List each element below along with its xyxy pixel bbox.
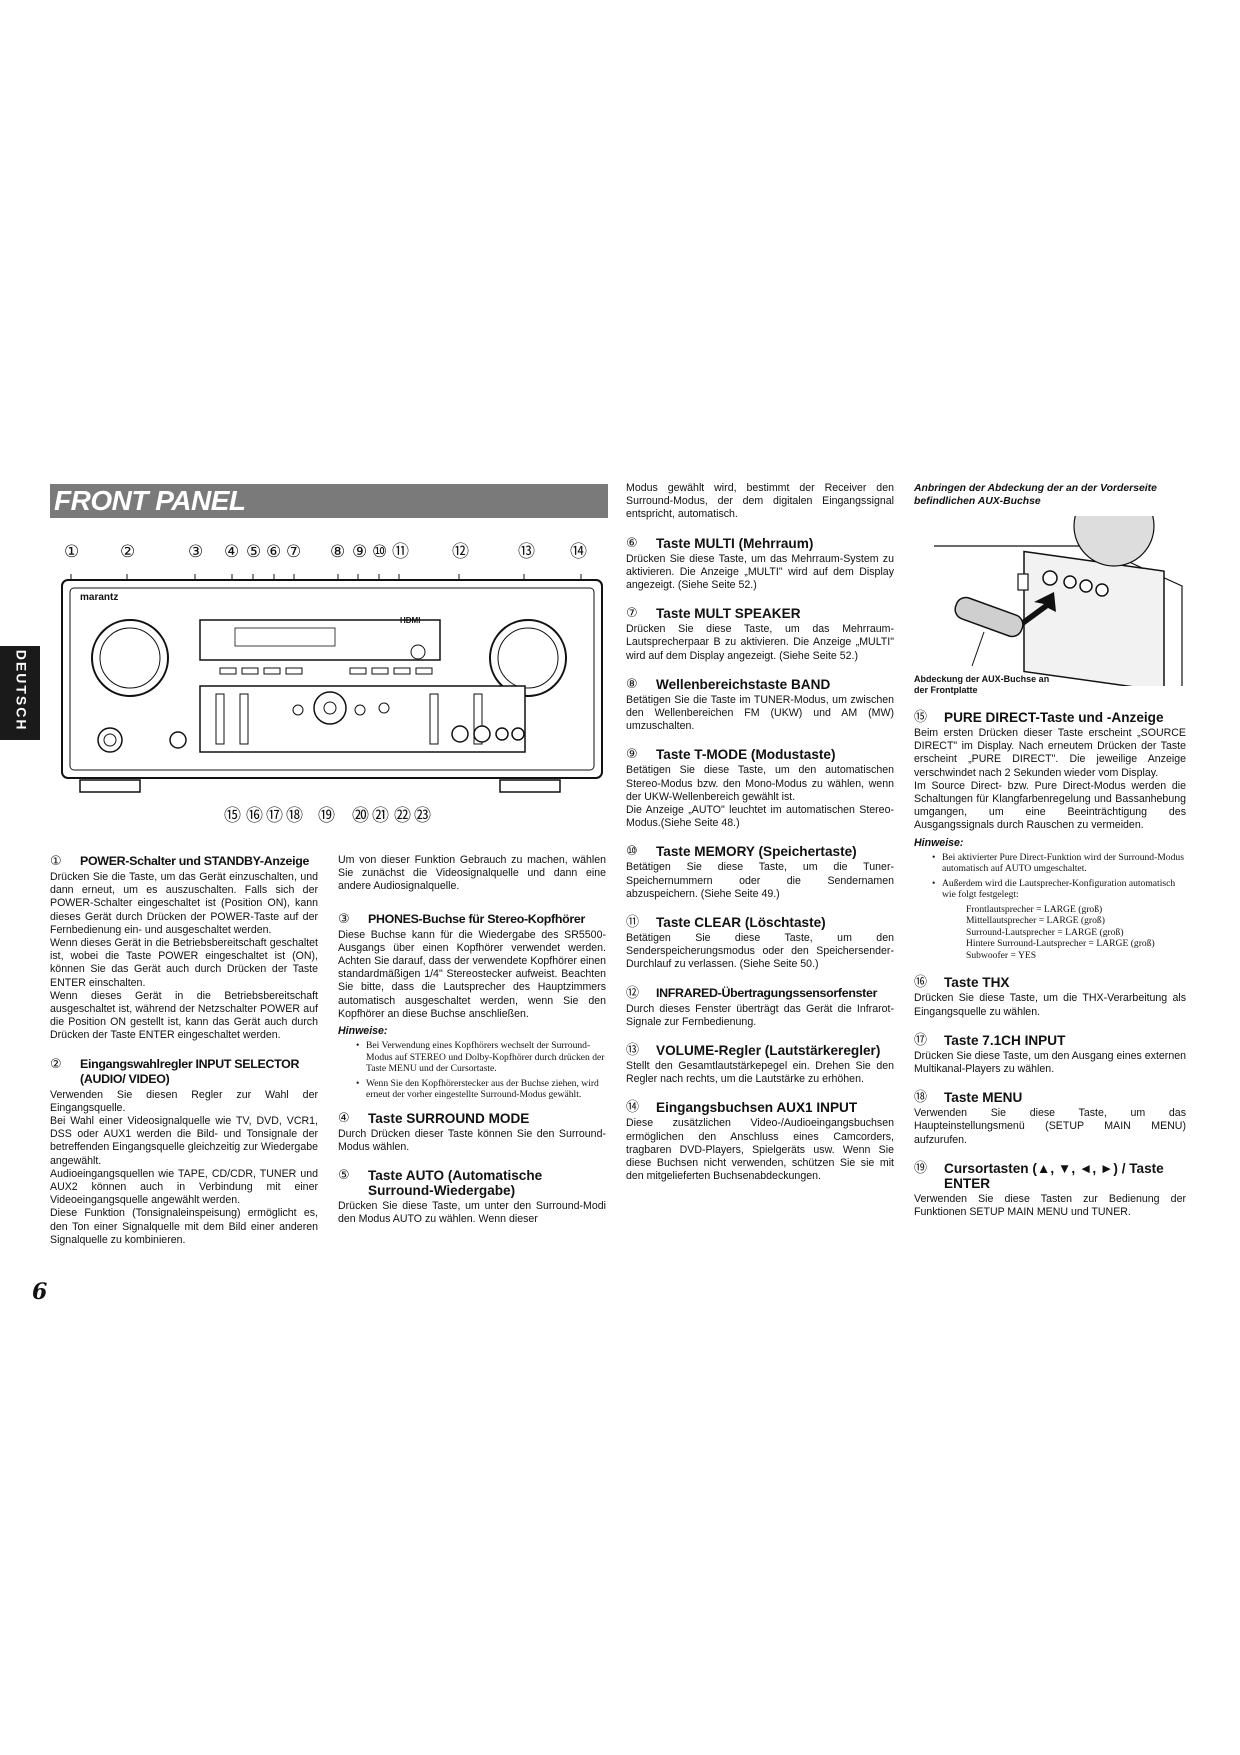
note-item: Bei aktivierter Pure Direct-Funktion wir…: [932, 852, 1186, 875]
section-13-text: Stellt den Gesamtlautstärkepegel ein. Dr…: [626, 1060, 894, 1086]
section-5-text: Drücken Sie diese Taste, um unter den Su…: [338, 1200, 606, 1226]
brand-logo: marantz: [80, 592, 118, 603]
callout-10: ⑩: [372, 542, 388, 562]
section-10-text: Betätigen Sie diese Taste, um die Tuner-…: [626, 861, 894, 900]
callout-4: ④: [224, 542, 240, 562]
notes-heading: Hinweise:: [338, 1025, 388, 1038]
section-9-text: Die Anzeige „AUTO" leuchtet im automatis…: [626, 804, 894, 830]
callout-8: ⑧: [330, 542, 346, 562]
callout-19: ⑲: [318, 806, 335, 826]
speaker-config-item: Surround-Lautsprecher = LARGE (groß): [966, 926, 1124, 938]
section-2-text: Audioeingangsquellen wie TAPE, CD/CDR, T…: [50, 1167, 318, 1207]
section-1-text: Drücken Sie die Taste, um das Gerät einz…: [50, 871, 318, 936]
speaker-config-item: Frontlautsprecher = LARGE (groß): [966, 903, 1103, 915]
callout-22: ㉒: [394, 806, 411, 826]
callout-23: ㉓: [414, 806, 431, 826]
callout-16: ⑯: [246, 806, 263, 826]
callout-11: ⑪: [392, 542, 409, 562]
section-18-text: Verwenden Sie diese Taste, um das Haupte…: [914, 1107, 1186, 1146]
page-number: 6: [32, 1279, 48, 1305]
speaker-config-item: Mittellautsprecher = LARGE (groß): [966, 915, 1105, 927]
section-14-text: Diese zusätzlichen Video-/Audioeingangsb…: [626, 1117, 894, 1183]
callout-5: ⑤: [246, 542, 262, 562]
figure-caption: Abdeckung der AUX-Buchse an der Frontpla…: [914, 674, 1050, 695]
column-3: Modus gewählt wird, bestimmt der Receive…: [626, 482, 894, 1184]
section-9-text: Betätigen Sie diese Taste, um den automa…: [626, 764, 894, 803]
intro-text: Um von dieser Funktion Gebrauch zu mache…: [338, 854, 606, 893]
callout-14: ⑭: [570, 542, 587, 562]
language-tab-label: DEUTSCH: [13, 649, 30, 732]
section-8-text: Betätigen Sie die Taste im TUNER-Modus, …: [626, 693, 894, 733]
callout-3: ③: [188, 542, 204, 562]
speaker-config-item: Hintere Surround-Lautsprecher = LARGE (g…: [966, 938, 1155, 950]
figure-title: Anbringen der Abdeckung der an der Vorde…: [914, 483, 1157, 507]
speaker-config-item: Subwoofer = YES: [966, 949, 1037, 961]
section-2-text: Verwenden Sie diesen Regler zur Wahl der…: [50, 1088, 318, 1114]
section-17-text: Drücken Sie diese Taste, um den Ausgang …: [914, 1049, 1186, 1075]
aux-cover-illustration: [934, 516, 1183, 686]
section-2-text: Bei Wahl einer Videosignalquelle wie TV,…: [50, 1115, 318, 1167]
section-11-text: Betätigen Sie diese Taste, um den Sender…: [626, 932, 894, 971]
section-4-text: Durch Drücken dieser Taste können Sie de…: [338, 1127, 606, 1153]
section-16-text: Drücken Sie diese Taste, um die THX-Vera…: [914, 992, 1186, 1018]
section-1-text: Wenn dieses Gerät in die Betriebsbereits…: [50, 989, 318, 1042]
callout-15: ⑮: [224, 806, 241, 826]
page-title: FRONT PANEL: [54, 485, 246, 516]
speaker-config-list: Frontlautsprecher = LARGE (groß) Mittell…: [966, 904, 1186, 962]
note-item: Wenn Sie den Kopfhörerstecker aus der Bu…: [356, 1078, 606, 1101]
section-12-text: Durch dieses Fenster überträgt das Gerät…: [626, 1002, 894, 1028]
title-bar: FRONT PANEL: [50, 484, 608, 518]
section-6-text: Drücken Sie diese Taste, um das Mehrraum…: [626, 552, 894, 592]
callout-12: ⑫: [452, 542, 469, 562]
language-tab: DEUTSCH: [0, 646, 40, 740]
note-item: Außerdem wird die Lautsprecher-Konfigura…: [932, 878, 1186, 901]
intro-text: Modus gewählt wird, bestimmt der Receive…: [626, 482, 894, 521]
notes-list: Bei Verwendung eines Kopfhörers wechselt…: [338, 1040, 606, 1101]
section-1-text: Wenn dieses Gerät in die Betriebsbereits…: [50, 937, 318, 989]
callout-1: ①: [64, 542, 80, 562]
section-15-text: Im Source Direct- bzw. Pure Direct-Modus…: [914, 779, 1186, 832]
section-3-text: Diese Buchse kann für die Wiedergabe des…: [338, 928, 606, 1020]
callout-18: ⑱: [286, 806, 303, 826]
callout-20: ⑳: [352, 806, 369, 826]
receiver-front-panel-illustration: marantz HDMI: [61, 574, 603, 793]
callout-21: ㉑: [372, 806, 389, 826]
column-2: Um von dieser Funktion Gebrauch zu mache…: [338, 854, 606, 1227]
column-4: Anbringen der Abdeckung der an der Vorde…: [914, 482, 1186, 1219]
notes-heading: Hinweise:: [914, 836, 964, 849]
callout-13: ⑬: [518, 542, 535, 562]
section-7-text: Drücken Sie diese Taste, um das Mehrraum…: [626, 623, 894, 662]
callout-9: ⑨: [352, 542, 368, 562]
hdmi-logo: HDMI: [400, 616, 420, 625]
section-15-text: Beim ersten Drücken dieser Taste erschei…: [914, 727, 1186, 779]
callout-17: ⑰: [266, 806, 283, 826]
callout-6: ⑥: [266, 542, 282, 562]
section-2-text: Diese Funktion (Tonsignaleinspeisung) er…: [50, 1207, 318, 1246]
note-item: Bei Verwendung eines Kopfhörers wechselt…: [356, 1040, 606, 1075]
callout-7: ⑦: [286, 542, 302, 562]
notes-list: Bei aktivierter Pure Direct-Funktion wir…: [914, 852, 1186, 901]
callout-2: ②: [120, 542, 136, 562]
section-19-text: Verwenden Sie diese Tasten zur Bedienung…: [914, 1192, 1186, 1218]
